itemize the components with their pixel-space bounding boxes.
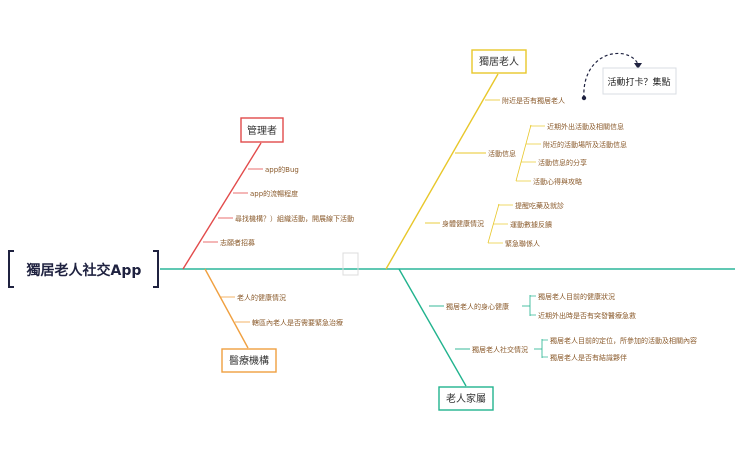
manager-item-4[interactable]: 志願者招募 [220,238,255,247]
family-label: 老人家屬 [446,392,486,405]
elder-health-item-1[interactable]: 提醒吃藥及就診 [515,201,564,210]
callout-group[interactable]: 活動打卡？集點 [581,52,677,101]
manager-label: 管理者 [247,124,277,137]
arrow-head-icon [634,63,642,69]
title-bracket-left [8,250,14,288]
medical-box[interactable] [221,348,277,373]
elder-activity-item-2[interactable]: 附近的活動場所及活動信息 [543,140,627,149]
family-box[interactable] [438,386,494,411]
callout-box[interactable] [602,67,677,95]
family-social-item-2[interactable]: 獨居老人是否有結識夥伴 [550,353,627,362]
elder-activity-item-3[interactable]: 活動信息的分享 [538,158,587,167]
manager-item-3[interactable]: 尋找機構？）組織活動，開展線下活動 [235,214,354,223]
medical-item-2[interactable]: 轄區內老人是否需要緊急治療 [252,318,343,327]
manager-item-2[interactable]: app的流暢程度 [250,189,298,198]
callout-text: 活動打卡？集點 [607,76,670,88]
diagram-title: 獨居老人社交App [26,262,142,279]
elder-health-item-2[interactable]: 運動數據反饋 [510,220,552,229]
elder-activity-item-1[interactable]: 近期外出活動及相關信息 [547,122,624,131]
callout-anchor-dot [581,95,587,101]
branch-family: 獨居老人的身心健康 獨居老人目前的健康狀況 近期外出時是否有突發醫療急救 獨居老… [398,268,697,411]
placeholder-box [342,252,359,276]
head-title-group[interactable]: 獨居老人社交App [8,250,159,288]
elder-activity-label[interactable]: 活動信息 [488,149,516,158]
medical-label: 醫療機構 [229,354,269,367]
elder-label: 獨居老人 [479,55,519,68]
branch-elder: 附近是否有獨居老人 活動信息 近期外出活動及相關信息 附近的活動場所及活動信息 … [385,49,627,270]
family-social-item-1[interactable]: 獨居老人目前的定位，所參加的活動及相關內容 [550,336,697,345]
medical-item-1[interactable]: 老人的健康情況 [237,293,286,302]
elder-health-item-3[interactable]: 緊急聯係人 [505,239,540,248]
branch-medical: 醫療機構 老人的健康情況 轄區內老人是否需要緊急治療 [204,268,343,373]
elder-health-label[interactable]: 身體健康情況 [442,219,484,228]
family-social-label[interactable]: 獨居老人社交情況 [472,345,528,354]
title-bracket-right [153,250,159,288]
family-mental-label[interactable]: 獨居老人的身心健康 [446,302,509,311]
family-mental-item-2[interactable]: 近期外出時是否有突發醫療急救 [538,311,636,320]
branch-manager: 管理者 app的Bug app的流暢程度 尋找機構？）組織活動，開展線下活動 志… [182,117,354,270]
family-mental-item-1[interactable]: 獨居老人目前的健康狀況 [538,292,615,301]
callout-dashed-arrow [583,52,639,99]
elder-box[interactable] [471,49,527,74]
manager-item-1[interactable]: app的Bug [265,165,299,174]
manager-box[interactable] [240,117,284,143]
elder-activity-item-4[interactable]: 活動心得與攻略 [533,177,582,186]
elder-top-item[interactable]: 附近是否有獨居老人 [502,96,565,105]
